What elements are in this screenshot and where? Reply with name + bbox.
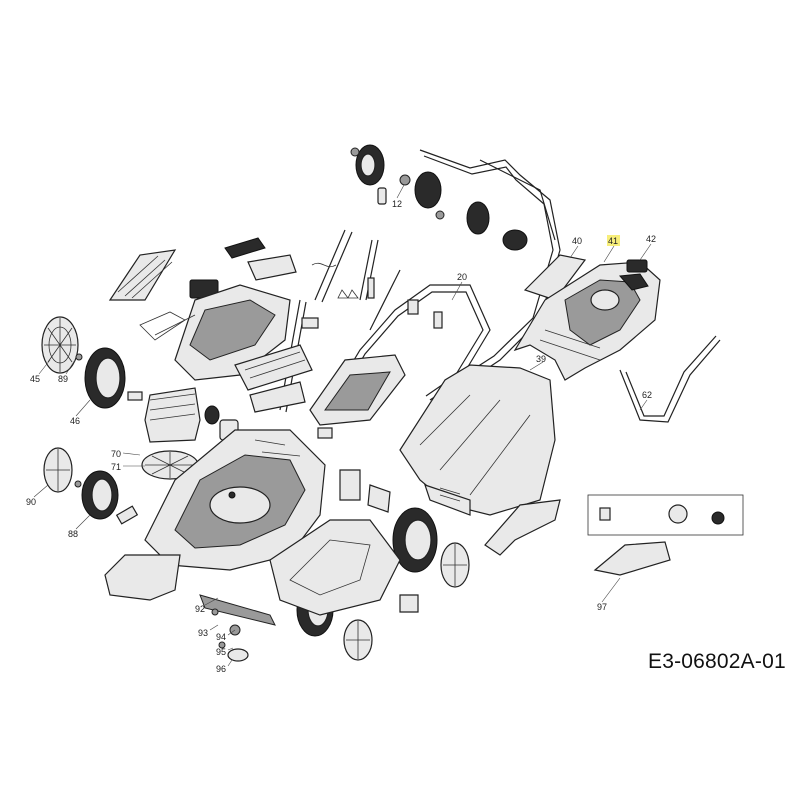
label-71: 71 [111, 462, 121, 472]
label-70: 70 [111, 449, 121, 459]
leader-lines [33, 184, 652, 667]
part-labels: 12 20 39 40 41 42 45 46 62 70 71 88 89 9… [26, 199, 656, 674]
label-89: 89 [58, 374, 68, 384]
rear-flap [309, 354, 406, 426]
label-20: 20 [457, 272, 467, 282]
label-92: 92 [195, 604, 205, 614]
label-95: 95 [216, 647, 226, 657]
label-41: 41 [608, 236, 618, 246]
grass-bag [399, 364, 556, 516]
mower-deck [144, 429, 326, 571]
label-93: 93 [198, 628, 208, 638]
label-90: 90 [26, 497, 36, 507]
reference-code: E3-06802A-01 [648, 650, 786, 673]
handle-assembly [279, 144, 561, 439]
label-45: 45 [30, 374, 40, 384]
label-62: 62 [642, 390, 652, 400]
label-40: 40 [572, 236, 582, 246]
label-12: 12 [392, 199, 402, 209]
label-39: 39 [536, 354, 546, 364]
battery-cover-group [108, 237, 313, 413]
label-42: 42 [646, 234, 656, 244]
highlight-box [607, 235, 620, 246]
motor-assembly [115, 387, 239, 525]
label-46: 46 [70, 416, 80, 426]
label-97: 97 [597, 602, 607, 612]
label-96: 96 [216, 664, 226, 674]
chassis-and-blade [104, 469, 419, 662]
label-94: 94 [216, 632, 226, 642]
rod-62 [619, 335, 721, 423]
grass-box-lid [513, 254, 661, 381]
mulch-kit [484, 494, 744, 576]
label-88: 88 [68, 529, 78, 539]
